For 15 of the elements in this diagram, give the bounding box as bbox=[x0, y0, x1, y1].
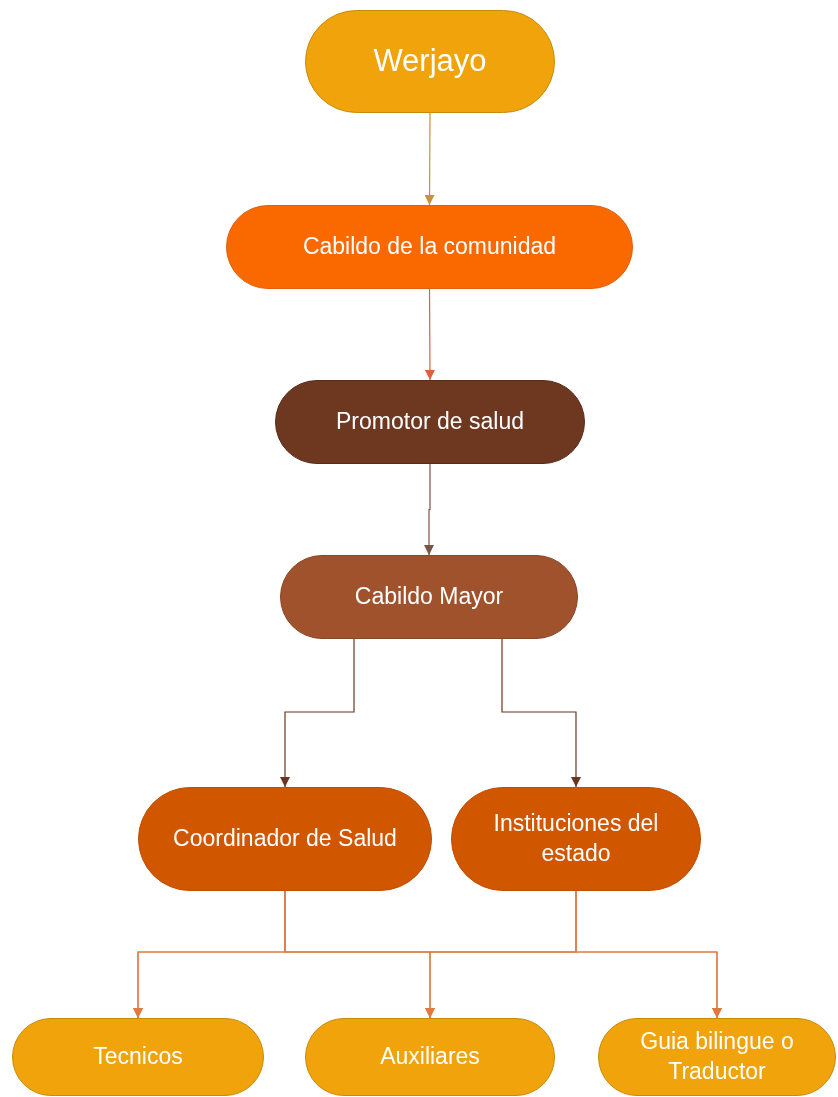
node-label: Guia bilingue o Traductor bbox=[639, 1027, 795, 1086]
arrow bbox=[501, 638, 581, 788]
node-label: Auxiliares bbox=[380, 1042, 480, 1072]
arrow bbox=[424, 288, 435, 381]
node-label: Werjayo bbox=[373, 42, 487, 81]
arrow bbox=[575, 890, 722, 1019]
node-label: Cabildo Mayor bbox=[354, 582, 504, 612]
node-label: Coordinador de Salud bbox=[173, 824, 397, 854]
arrow bbox=[424, 112, 435, 206]
arrow bbox=[280, 638, 355, 788]
node-label: Cabildo de la comunidad bbox=[302, 232, 557, 262]
node-label: Tecnicos bbox=[93, 1042, 183, 1072]
node-label: Instituciones del estado bbox=[492, 809, 660, 868]
arrow bbox=[424, 463, 434, 556]
node-label: Promotor de salud bbox=[336, 407, 524, 437]
